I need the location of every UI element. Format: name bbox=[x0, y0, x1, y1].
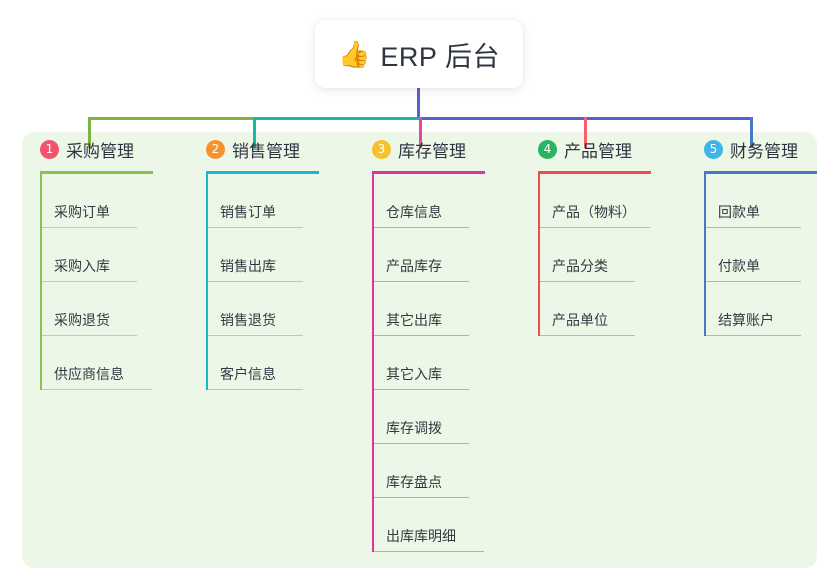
category-underline bbox=[206, 171, 319, 174]
category-item[interactable]: 采购退货 bbox=[42, 282, 137, 336]
category-item[interactable]: 产品库存 bbox=[374, 228, 469, 282]
category-item[interactable]: 采购订单 bbox=[42, 174, 137, 228]
connector-drop bbox=[750, 117, 753, 148]
connector-drop bbox=[584, 117, 587, 148]
category-item[interactable]: 产品（物料） bbox=[540, 174, 650, 228]
category-title: 产品管理 bbox=[564, 141, 632, 161]
category-item-label: 付款单 bbox=[718, 258, 760, 274]
category-item[interactable]: 销售出库 bbox=[208, 228, 303, 282]
category-item-label: 产品单位 bbox=[552, 312, 608, 328]
category-item-list: 仓库信息产品库存其它出库其它入库库存调拨库存盘点出库库明细 bbox=[372, 174, 520, 552]
category-item[interactable]: 产品分类 bbox=[540, 228, 635, 282]
category-item-list: 采购订单采购入库采购退货供应商信息 bbox=[40, 174, 188, 390]
category-item-label: 其它出库 bbox=[386, 312, 442, 328]
category-column-4: 4 产品管理产品（物料） 产品分类产品单位 bbox=[520, 132, 686, 336]
connector-drop bbox=[88, 117, 91, 148]
category-item[interactable]: 产品单位 bbox=[540, 282, 635, 336]
category-item[interactable]: 回款单 bbox=[706, 174, 801, 228]
category-item-label: 其它入库 bbox=[386, 366, 442, 382]
category-item-label: 产品库存 bbox=[386, 258, 442, 274]
category-column-2: 2 销售管理销售订单销售出库销售退货客户信息 bbox=[188, 132, 354, 390]
category-item-label: 产品（物料） bbox=[552, 204, 636, 220]
category-number-badge: 2 bbox=[206, 139, 225, 159]
category-item-label: 销售出库 bbox=[220, 258, 276, 274]
category-item-label: 库存调拨 bbox=[386, 420, 442, 436]
category-column-5: 5 财务管理回款单付款单结算账户 bbox=[686, 132, 839, 336]
category-item[interactable]: 库存盘点 bbox=[374, 444, 469, 498]
category-item[interactable]: 销售退货 bbox=[208, 282, 303, 336]
category-title: 销售管理 bbox=[232, 141, 300, 161]
category-underline bbox=[538, 171, 651, 174]
category-columns: 1 采购管理采购订单采购入库采购退货供应商信息 2 销售管理销售订单销售出库销售退货客… bbox=[0, 132, 839, 568]
connector-bar-segment bbox=[253, 117, 422, 120]
category-item-label: 产品分类 bbox=[552, 258, 608, 274]
category-underline bbox=[40, 171, 153, 174]
category-header[interactable]: 4 产品管理 bbox=[520, 132, 686, 166]
category-number-badge: 1 bbox=[40, 139, 59, 159]
category-item[interactable]: 采购入库 bbox=[42, 228, 137, 282]
category-item-list: 回款单付款单结算账户 bbox=[704, 174, 839, 336]
category-underline bbox=[372, 171, 485, 174]
category-item[interactable]: 销售订单 bbox=[208, 174, 303, 228]
category-item-label: 供应商信息 bbox=[54, 366, 124, 382]
connector-drop bbox=[419, 117, 422, 148]
category-header[interactable]: 5 财务管理 bbox=[686, 132, 839, 166]
category-item-label: 采购订单 bbox=[54, 204, 110, 220]
category-item-label: 库存盘点 bbox=[386, 474, 442, 490]
category-item-label: 客户信息 bbox=[220, 366, 276, 382]
category-item-label: 结算账户 bbox=[718, 312, 774, 328]
category-item-list: 销售订单销售出库销售退货客户信息 bbox=[206, 174, 354, 390]
category-item-list: 产品（物料） 产品分类产品单位 bbox=[538, 174, 686, 336]
category-item[interactable]: 其它入库 bbox=[374, 336, 469, 390]
category-title: 财务管理 bbox=[730, 141, 798, 161]
category-item[interactable]: 仓库信息 bbox=[374, 174, 469, 228]
category-item-label: 采购入库 bbox=[54, 258, 110, 274]
category-item[interactable]: 供应商信息 bbox=[42, 336, 152, 390]
category-column-3: 3 库存管理仓库信息产品库存其它出库其它入库库存调拨库存盘点出库库明细 bbox=[354, 132, 520, 552]
category-item-label: 回款单 bbox=[718, 204, 760, 220]
category-number-badge: 4 bbox=[538, 139, 557, 159]
category-item[interactable]: 出库库明细 bbox=[374, 498, 484, 552]
category-title: 采购管理 bbox=[66, 141, 134, 161]
category-item-label: 销售订单 bbox=[220, 204, 276, 220]
root-node-card[interactable]: 👍 ERP 后台 bbox=[315, 20, 523, 88]
category-item[interactable]: 其它出库 bbox=[374, 282, 469, 336]
category-title: 库存管理 bbox=[398, 141, 466, 161]
category-item[interactable]: 库存调拨 bbox=[374, 390, 469, 444]
category-item-label: 销售退货 bbox=[220, 312, 276, 328]
category-item-label: 出库库明细 bbox=[386, 528, 456, 544]
diagram-background-panel bbox=[22, 132, 817, 568]
category-item[interactable]: 客户信息 bbox=[208, 336, 303, 390]
root-node-title: ERP 后台 bbox=[380, 41, 500, 72]
connector-drop bbox=[253, 117, 256, 148]
category-number-badge: 3 bbox=[372, 139, 391, 159]
category-underline bbox=[704, 171, 817, 174]
connector-trunk bbox=[417, 86, 420, 120]
category-item-label: 仓库信息 bbox=[386, 204, 442, 220]
category-header[interactable]: 1 采购管理 bbox=[22, 132, 188, 166]
category-header[interactable]: 3 库存管理 bbox=[354, 132, 520, 166]
category-header[interactable]: 2 销售管理 bbox=[188, 132, 354, 166]
category-number-badge: 5 bbox=[704, 139, 723, 159]
category-item[interactable]: 付款单 bbox=[706, 228, 801, 282]
category-item-label: 采购退货 bbox=[54, 312, 110, 328]
category-item[interactable]: 结算账户 bbox=[706, 282, 801, 336]
thumbs-up-icon: 👍 bbox=[338, 39, 371, 69]
connector-bar-segment bbox=[88, 117, 256, 120]
category-column-1: 1 采购管理采购订单采购入库采购退货供应商信息 bbox=[22, 132, 188, 390]
